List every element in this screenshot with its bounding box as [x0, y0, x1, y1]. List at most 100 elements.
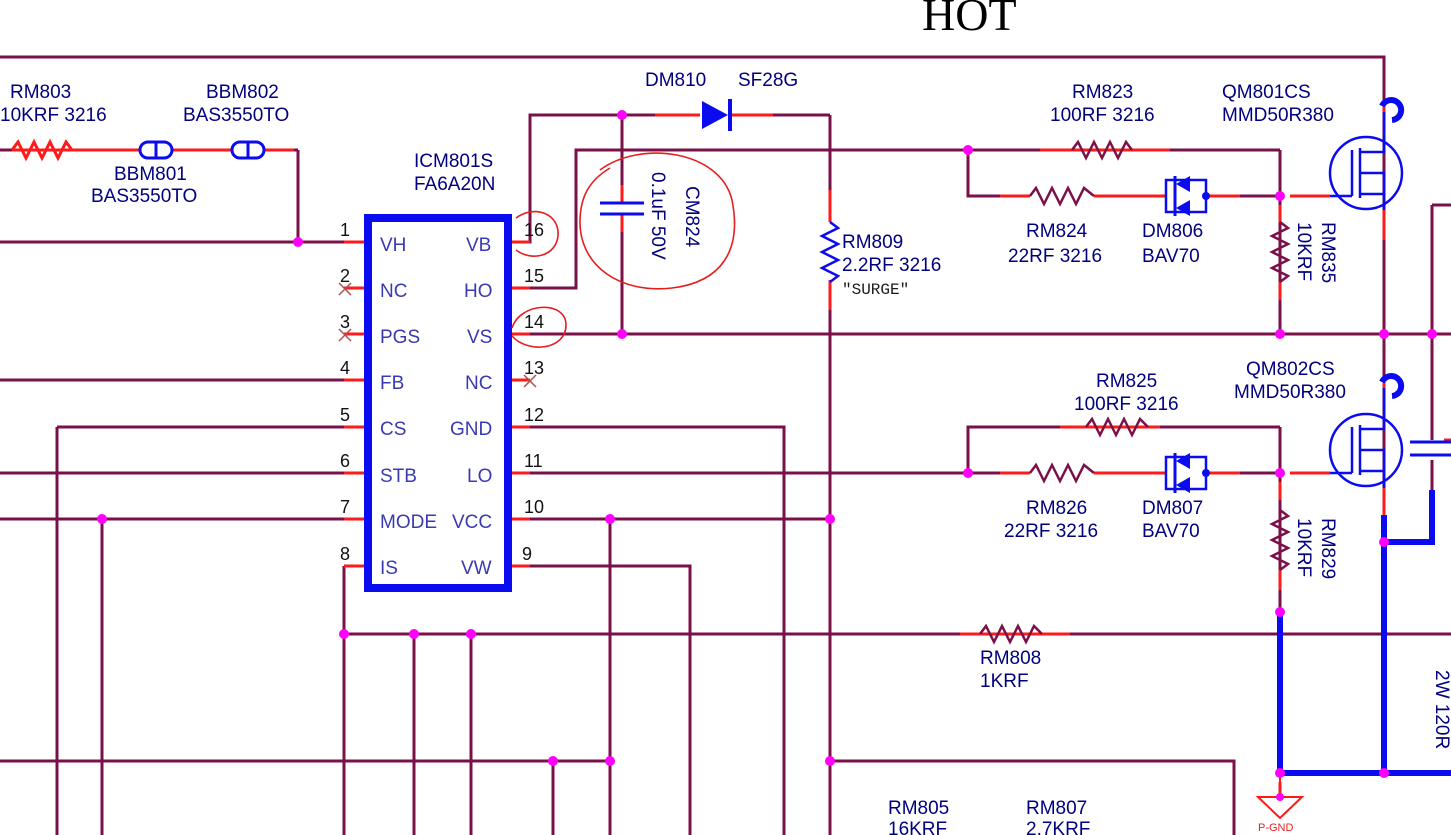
- rm805-ref: RM805: [888, 798, 949, 819]
- pin-name: FB: [380, 373, 404, 394]
- dm807-diode: [1164, 453, 1210, 493]
- bbm802-ref: BBM802: [206, 82, 279, 103]
- rm807-ref: RM807: [1026, 798, 1087, 819]
- pin-num: 5: [340, 405, 350, 425]
- rm824-resistor: [1029, 185, 1095, 207]
- cm824-capacitor: [600, 201, 644, 216]
- rm809-note: "SURGE": [842, 281, 909, 299]
- rm829-value: 10KRF: [1293, 518, 1314, 577]
- rm835-ref: RM835: [1317, 222, 1338, 283]
- pin-num: 7: [340, 497, 350, 517]
- rm824-value: 22RF 3216: [1008, 246, 1102, 267]
- no-connect-marks: [338, 282, 537, 388]
- dm810-value: SF28G: [738, 70, 798, 91]
- qm802-ref: QM802CS: [1246, 359, 1335, 380]
- dm807-value: BAV70: [1142, 521, 1200, 542]
- pin-name: MODE: [380, 512, 437, 533]
- pin-num: 11: [524, 451, 543, 471]
- dm810-ref: DM810: [645, 70, 706, 91]
- pin-name: HO: [464, 281, 493, 302]
- rm809-ref: RM809: [842, 232, 903, 253]
- ic-ref: ICM801S: [414, 151, 493, 172]
- pin-name: STB: [380, 466, 417, 487]
- rm803-ref: RM803: [10, 82, 71, 103]
- dm810-diode: [702, 99, 732, 131]
- pin-num: 1: [340, 220, 350, 240]
- pin-name: PGS: [380, 327, 420, 348]
- rm829-resistor: [1269, 509, 1291, 571]
- dm806-diode: [1164, 176, 1210, 216]
- junction-dots: [97, 110, 1437, 801]
- dm807-ref: DM807: [1142, 498, 1203, 519]
- pin-num: 4: [340, 358, 350, 378]
- pin-num: 12: [524, 405, 544, 425]
- pin-name: VS: [467, 327, 492, 348]
- pin-num: 6: [340, 451, 350, 471]
- rm826-resistor: [1029, 462, 1095, 484]
- hot-side-title: HOT: [922, 0, 1017, 40]
- bbm801-ref: BBM801: [114, 164, 187, 185]
- dm806-value: BAV70: [1142, 246, 1200, 267]
- pin-num: 3: [340, 312, 350, 332]
- cm824-ref: CM824: [681, 186, 702, 248]
- rm807-value: 2.7KRF: [1026, 819, 1090, 835]
- rm826-value: 22RF 3216: [1004, 521, 1098, 542]
- qm801-mosfet: [1328, 97, 1405, 211]
- rm825-value: 100RF 3216: [1074, 394, 1179, 415]
- bbm802-value: BAS3550TO: [183, 105, 289, 126]
- ic-body: [364, 214, 512, 592]
- pin-num: 8: [340, 544, 350, 564]
- rm835-value: 10KRF: [1293, 222, 1314, 281]
- right-capacitor: [1410, 440, 1451, 457]
- bbm801-value: BAS3550TO: [91, 186, 197, 207]
- cm824-value: 0.1uF 50V: [647, 172, 668, 260]
- pin-name: VW: [461, 558, 492, 579]
- rm805-value: 16KRF: [888, 819, 947, 835]
- rm824-ref: RM824: [1026, 221, 1088, 242]
- qm802-value: MMD50R380: [1234, 382, 1346, 403]
- rm825-resistor: [1085, 416, 1149, 438]
- pin-name: VH: [380, 235, 406, 256]
- pin-name: VCC: [452, 512, 492, 533]
- rm808-resistor: [979, 623, 1043, 645]
- pin-name: LO: [467, 466, 492, 487]
- rm835-resistor: [1269, 221, 1291, 283]
- annotation-circles: [511, 152, 736, 348]
- pin-num: 10: [524, 497, 544, 517]
- pin-name: IS: [380, 558, 398, 579]
- bbm801-bead: [138, 140, 174, 160]
- pin-name: NC: [380, 281, 407, 302]
- rm808-ref: RM808: [980, 648, 1041, 669]
- pin-num: 15: [524, 266, 544, 286]
- qm801-ref: QM801CS: [1222, 82, 1311, 103]
- qm802-mosfet: [1328, 373, 1405, 488]
- pin-num: 13: [524, 358, 544, 378]
- pin-name: NC: [465, 373, 492, 394]
- rm803-value: 10KRF 3216: [0, 105, 107, 126]
- pin-name: VB: [466, 235, 491, 256]
- rm823-ref: RM823: [1072, 82, 1133, 103]
- ground-label: P-GND: [1258, 822, 1294, 834]
- red-leads: [12, 100, 1451, 798]
- rm826-ref: RM826: [1026, 498, 1087, 519]
- ic-left-pins: 1 VH 2 NC 3 PGS 4 FB 5 CS 6 STB 7 MODE 8…: [340, 220, 437, 579]
- dm806-ref: DM806: [1142, 221, 1203, 242]
- wires: [0, 55, 1451, 835]
- pin-name: GND: [450, 419, 492, 440]
- pin-num: 14: [524, 312, 544, 332]
- ic-right-pins: 16 VB 15 HO 14 VS 13 NC 12 GND 11 LO 10 …: [450, 220, 544, 579]
- rm809-resistor: [819, 221, 841, 283]
- rm803-resistor: [10, 138, 74, 162]
- pin-num: 9: [522, 544, 532, 564]
- bbm802-bead: [230, 140, 266, 160]
- pin-name: CS: [380, 419, 406, 440]
- qm801-value: MMD50R380: [1222, 105, 1334, 126]
- rm808-value: 1KRF: [980, 671, 1029, 692]
- rm825-ref: RM825: [1096, 371, 1157, 392]
- rm823-resistor: [1071, 139, 1133, 161]
- right-resistor-value: 2W 120R: [1431, 670, 1451, 749]
- pin-num: 2: [340, 266, 350, 286]
- rm823-value: 100RF 3216: [1050, 105, 1155, 126]
- pin-num: 16: [524, 220, 544, 240]
